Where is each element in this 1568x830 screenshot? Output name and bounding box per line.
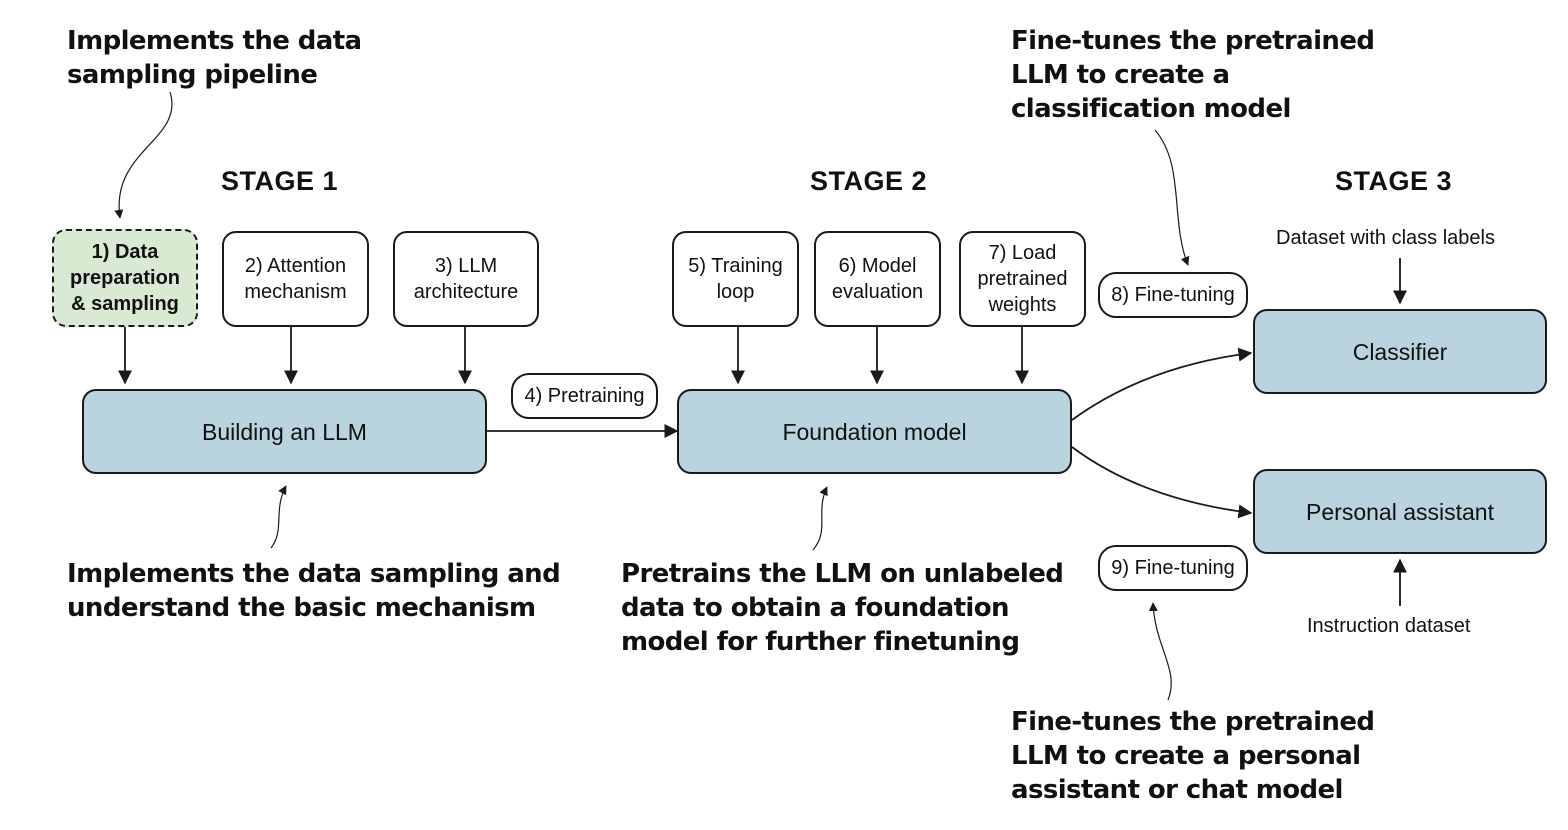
step-llm-architecture: 3) LLM architecture: [393, 231, 539, 327]
class-dataset-label: Dataset with class labels: [1276, 227, 1495, 249]
instruction-dataset-label: Instruction dataset: [1307, 615, 1471, 637]
leader-pretrain-note: [812, 486, 828, 551]
stage-1-heading: STAGE 1: [221, 166, 339, 196]
annotation-sampling-pipeline: Implements the data sampling pipeline: [67, 26, 362, 90]
arrow-foundation-to-assistant: [1071, 446, 1253, 519]
step-training-loop: 5) Training loop: [672, 231, 799, 327]
annotation-pretraining: Pretrains the LLM on unlabeled data to o…: [621, 559, 1064, 657]
classifier-box: Classifier: [1253, 309, 1547, 394]
arrow-foundation-to-classifier: [1071, 347, 1253, 421]
step-fine-tuning-assistant: 9) Fine-tuning: [1098, 545, 1248, 591]
annotation-personal-assistant: Fine-tunes the pretrained LLM to create …: [1011, 707, 1375, 805]
annotation-classification: Fine-tunes the pretrained LLM to create …: [1011, 26, 1375, 124]
leader-sampling-pipeline: [114, 91, 173, 219]
foundation-model-box: Foundation model: [677, 389, 1072, 474]
stage-3-heading: STAGE 3: [1335, 166, 1453, 196]
leader-assistant-note: [1148, 602, 1172, 701]
step-fine-tuning-classifier: 8) Fine-tuning: [1098, 272, 1248, 318]
step-attention-mechanism: 2) Attention mechanism: [222, 231, 369, 327]
stage-2-heading: STAGE 2: [810, 166, 928, 196]
step-load-pretrained-weights: 7) Load pretrained weights: [959, 231, 1086, 327]
leader-classification-note: [1154, 129, 1190, 266]
step-pretraining-label: 4) Pretraining: [511, 373, 658, 419]
personal-assistant-box: Personal assistant: [1253, 469, 1547, 554]
leader-basic-mechanism: [270, 485, 287, 549]
step-data-preparation: 1) Data preparation & sampling: [52, 229, 198, 327]
step-model-evaluation: 6) Model evaluation: [814, 231, 941, 327]
annotation-basic-mechanism: Implements the data sampling and underst…: [67, 559, 561, 623]
building-an-llm-box: Building an LLM: [82, 389, 487, 474]
